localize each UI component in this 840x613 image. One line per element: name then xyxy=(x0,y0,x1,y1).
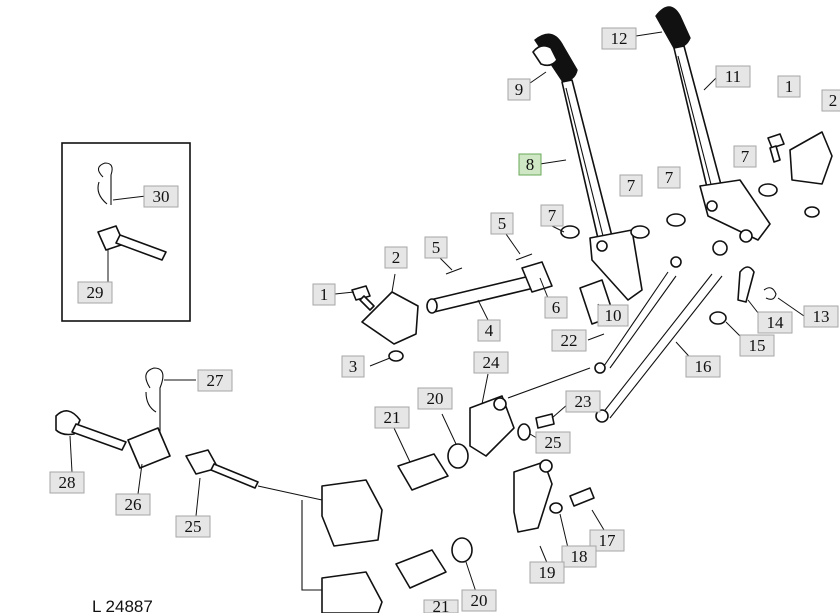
svg-text:3: 3 xyxy=(349,357,358,376)
callout-label: 17 xyxy=(589,529,625,552)
svg-text:24: 24 xyxy=(483,353,501,372)
svg-text:28: 28 xyxy=(59,473,76,492)
svg-text:21: 21 xyxy=(384,408,401,427)
callout-label: 9 xyxy=(507,78,531,101)
svg-text:6: 6 xyxy=(552,298,561,317)
callout-label: 22 xyxy=(551,329,587,352)
svg-text:21: 21 xyxy=(433,597,450,613)
svg-text:5: 5 xyxy=(498,214,507,233)
callout-label: 20 xyxy=(461,589,497,612)
svg-text:11: 11 xyxy=(725,67,741,86)
svg-text:12: 12 xyxy=(611,29,628,48)
callout-label: 2 xyxy=(384,246,408,269)
callout-label: 28 xyxy=(49,471,85,494)
callout-label: 18 xyxy=(561,545,597,568)
figure-code: L 24887 xyxy=(92,597,153,613)
callout-label: 6 xyxy=(544,296,568,319)
callout-label: 16 xyxy=(685,355,721,378)
svg-text:5: 5 xyxy=(432,238,441,257)
callout-label: 7 xyxy=(619,174,643,197)
svg-text:16: 16 xyxy=(695,357,712,376)
callout-label: 19 xyxy=(529,561,565,584)
callout-label: 7 xyxy=(733,145,757,168)
callout-label: 12 xyxy=(601,27,637,50)
svg-text:23: 23 xyxy=(575,392,592,411)
svg-text:2: 2 xyxy=(392,248,401,267)
inset-detail xyxy=(61,142,191,322)
callout-label: 5 xyxy=(490,212,514,235)
svg-text:20: 20 xyxy=(427,389,444,408)
callout-label: 4 xyxy=(477,319,501,342)
svg-text:1: 1 xyxy=(785,77,794,96)
callout-label: 1 xyxy=(312,283,336,306)
svg-text:22: 22 xyxy=(561,331,578,350)
callout-label: 7 xyxy=(540,204,564,227)
svg-text:7: 7 xyxy=(665,168,674,187)
callout-label: 27 xyxy=(197,369,233,392)
callout-label: 15 xyxy=(739,334,775,357)
detent-assembly xyxy=(55,367,449,613)
svg-text:2: 2 xyxy=(829,91,838,110)
callout-label: 25 xyxy=(175,515,211,538)
svg-text:8: 8 xyxy=(526,155,535,174)
svg-text:29: 29 xyxy=(87,283,104,302)
svg-text:10: 10 xyxy=(605,306,622,325)
svg-text:14: 14 xyxy=(767,313,785,332)
callout-label: 13 xyxy=(803,305,839,328)
callout-label: 20 xyxy=(417,387,453,410)
callout-label: 29 xyxy=(77,281,113,304)
callout-label: 26 xyxy=(115,493,151,516)
callout-label: 21 xyxy=(423,597,459,613)
svg-text:7: 7 xyxy=(741,147,750,166)
callout-label: 14 xyxy=(757,311,793,334)
svg-text:27: 27 xyxy=(207,371,225,390)
svg-text:4: 4 xyxy=(485,321,494,340)
svg-text:20: 20 xyxy=(471,591,488,610)
callout-labels: 1 1 2 2 3 4 5 5 6 7 7 7 7 8 9 10 11 12 1… xyxy=(49,27,840,613)
svg-text:13: 13 xyxy=(813,307,830,326)
callout-label: 1 xyxy=(777,75,801,98)
callout-label: 8 xyxy=(518,153,542,176)
callout-label: 23 xyxy=(565,390,601,413)
svg-text:7: 7 xyxy=(627,176,636,195)
shaft-assembly xyxy=(351,253,615,362)
callout-label: 25 xyxy=(535,431,571,454)
callout-label: 3 xyxy=(341,355,365,378)
linkages xyxy=(447,229,777,563)
svg-text:7: 7 xyxy=(548,206,557,225)
svg-text:15: 15 xyxy=(749,336,766,355)
svg-text:17: 17 xyxy=(599,531,617,550)
callout-label: 10 xyxy=(597,304,629,327)
svg-text:30: 30 xyxy=(153,187,170,206)
callout-label: 24 xyxy=(473,351,509,374)
callout-label: 11 xyxy=(715,65,751,88)
lever-assembly xyxy=(532,6,833,301)
callout-label: 2 xyxy=(821,89,840,112)
svg-text:25: 25 xyxy=(545,433,562,452)
callout-label: 30 xyxy=(143,185,179,208)
svg-text:9: 9 xyxy=(515,80,524,99)
svg-text:19: 19 xyxy=(539,563,556,582)
callout-label: 7 xyxy=(657,166,681,189)
svg-text:18: 18 xyxy=(571,547,588,566)
callout-label: 21 xyxy=(374,406,410,429)
svg-text:26: 26 xyxy=(125,495,142,514)
callout-label: 5 xyxy=(424,236,448,259)
svg-text:1: 1 xyxy=(320,285,329,304)
svg-text:25: 25 xyxy=(185,517,202,536)
